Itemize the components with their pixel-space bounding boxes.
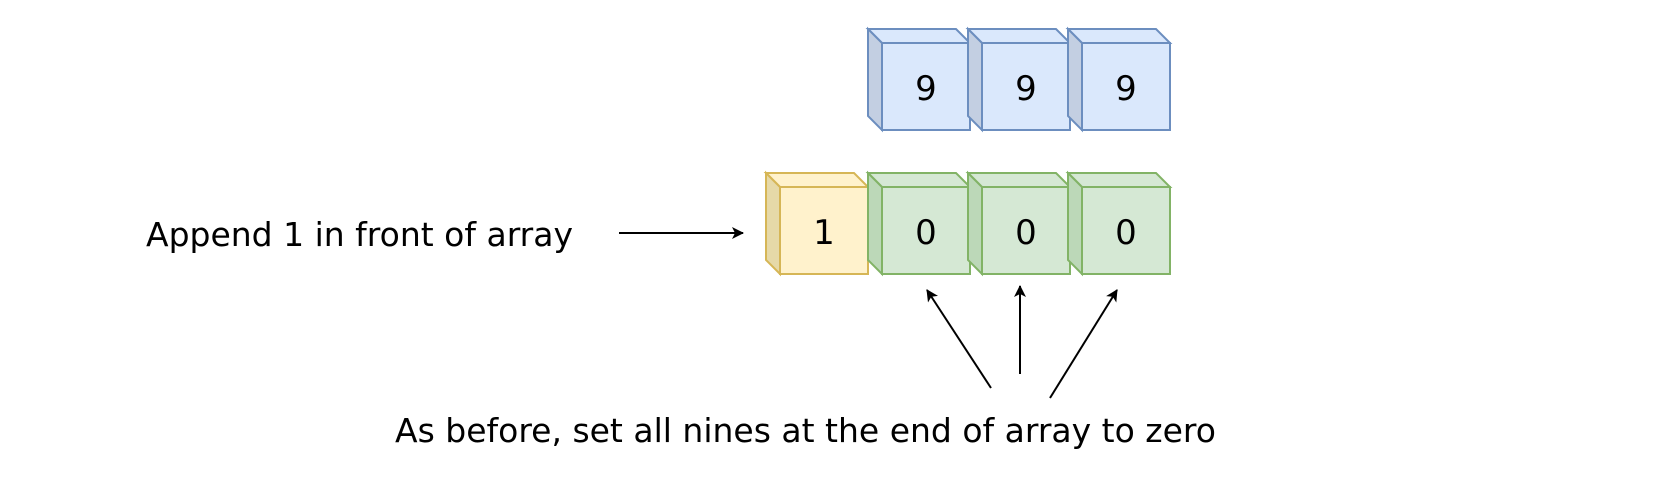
- zero-arrow-left: [926, 289, 992, 389]
- top-cell-1-value: 9: [1015, 69, 1037, 109]
- prepend-cell-face-top: [763, 172, 871, 188]
- top-cell-1-face-front: [981, 42, 1071, 131]
- bottom-cell-0-face-side: [867, 170, 883, 277]
- top-cell-2-face-front: [1081, 42, 1171, 131]
- bottom-cell-2-face-top: [1065, 172, 1173, 188]
- prepend-cell-face-side: [765, 170, 781, 277]
- bottom-cell-2-face-side: [1067, 170, 1083, 277]
- bottom-cell-0-face-top: [865, 172, 973, 188]
- top-cell-2-value: 9: [1115, 69, 1137, 109]
- top-cell-1: 9: [965, 26, 1073, 133]
- arrows: [619, 227, 1118, 399]
- top-cell-2: 9: [1065, 26, 1173, 133]
- append-label: Append 1 in front of array: [146, 215, 573, 254]
- bottom-cell-1-face-side: [967, 170, 983, 277]
- top-cell-0: 9: [865, 26, 973, 133]
- set-zero-label: As before, set all nines at the end of a…: [395, 411, 1216, 450]
- bottom-cell-1: 0: [965, 170, 1073, 277]
- top-cell-0-face-side: [867, 26, 883, 133]
- bottom-row: 1 0 0 0: [763, 170, 1173, 277]
- top-cell-0-value: 9: [915, 69, 937, 109]
- bottom-cell-1-face-top: [965, 172, 1073, 188]
- top-cell-2-face-top: [1065, 28, 1173, 44]
- top-cell-1-face-top: [965, 28, 1073, 44]
- bottom-cell-1-face-front: [981, 186, 1071, 275]
- bottom-cell-1-value: 0: [1015, 213, 1037, 253]
- bottom-cell-0-value: 0: [915, 213, 937, 253]
- top-cell-1-face-side: [967, 26, 983, 133]
- bottom-cell-2-face-front: [1081, 186, 1171, 275]
- zero-arrow-right: [1049, 289, 1118, 399]
- bottom-cell-0-face-front: [881, 186, 971, 275]
- prepend-cell: 1: [763, 170, 871, 277]
- prepend-cell-value: 1: [813, 213, 835, 253]
- top-cell-0-face-top: [865, 28, 973, 44]
- bottom-cell-2: 0: [1065, 170, 1173, 277]
- bottom-cell-2-value: 0: [1115, 213, 1137, 253]
- bottom-cell-0: 0: [865, 170, 973, 277]
- top-row: 9 9 9: [865, 26, 1173, 133]
- top-cell-0-face-front: [881, 42, 971, 131]
- top-cell-2-face-side: [1067, 26, 1083, 133]
